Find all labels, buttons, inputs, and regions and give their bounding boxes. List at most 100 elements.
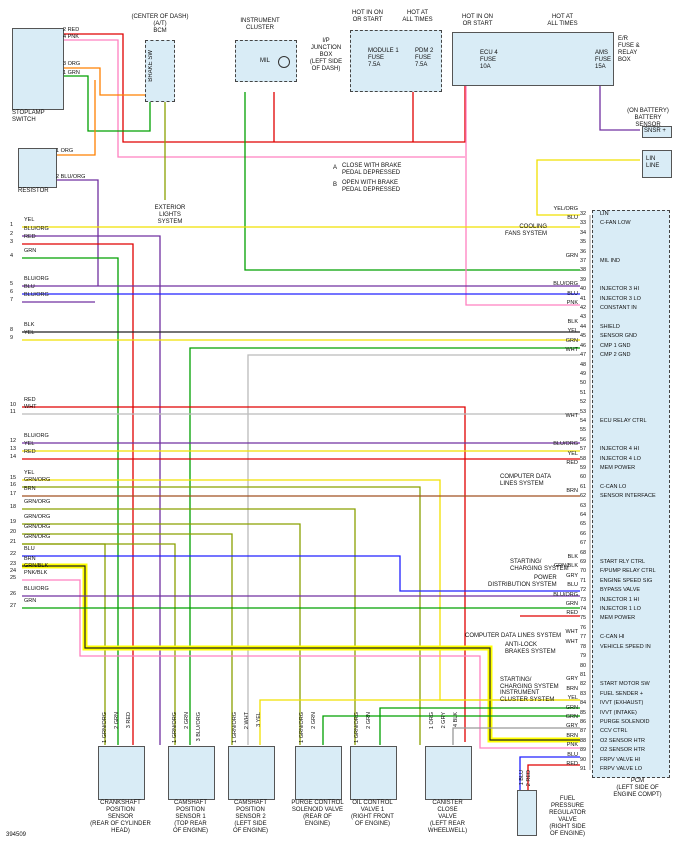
pcm-pin-number: 76 [580, 624, 587, 631]
bottom-component-pin: 3 YEL [256, 712, 262, 727]
left-wire-color: RED [24, 449, 36, 455]
pcm-pin-number: 79 [580, 653, 587, 660]
left-wire-color: BLU/ORG [24, 292, 49, 298]
left-wire-number: 17 [10, 491, 17, 497]
pcm-pin-number: 35 [580, 239, 587, 246]
pcm-pin-function: C-CAN HI [600, 634, 625, 641]
left-wire-number: 26 [10, 591, 17, 597]
pcm-pin-number: 52 [580, 399, 587, 406]
pcm-pin-number: 49 [580, 370, 587, 377]
pcm-pin-wire-color: YEL [567, 450, 578, 457]
left-wire-color: BLU [24, 546, 35, 552]
pcm-pin-number: 47 [580, 352, 587, 359]
wire-47-wht [247, 354, 580, 745]
left-wire-color: GRN/ORG [24, 524, 51, 530]
left-wire-number: 19 [10, 519, 17, 525]
pcm-pin-number: 51 [580, 389, 587, 396]
antilock-brakes-system: ANTI-LOCK BRAKES SYSTEM [505, 642, 556, 655]
pcm-pin-number: 56 [580, 436, 587, 443]
bottom-component-pin: 2 GRY [441, 712, 447, 729]
pcm-box [592, 210, 670, 778]
bottom-component-box [425, 746, 472, 800]
pcm-pin-number: 75 [580, 615, 587, 622]
legend-a-text: CLOSE WITH BRAKE PEDAL DEPRESSED [342, 163, 402, 176]
starting-charging-system-2: STARTING/ CHARGING SYSTEM [500, 677, 559, 690]
pcm-pin-number: 89 [580, 747, 587, 754]
pcm-pin-number: 64 [580, 512, 587, 519]
left-wire-number: 1 [10, 222, 14, 228]
pcm-pin-number: 40 [580, 286, 587, 293]
bottom-component-pin: 2 RED [526, 770, 532, 787]
pcm-pin-number: 38 [580, 267, 587, 274]
pcm-pin-function: VEHICLE SPEED IN [600, 643, 651, 650]
wire-46-grn [189, 347, 580, 745]
pcm-pin-number: 72 [580, 587, 587, 594]
left-wire-number: 11 [10, 409, 16, 415]
pcm-pin-function: INJECTOR 3 LO [600, 295, 641, 302]
wire-84-yel [259, 699, 580, 745]
left-wire-number: 18 [10, 504, 17, 510]
pcm-pin-wire-color: YEL [567, 328, 578, 335]
pcm-pin-wire-color: BLU [567, 290, 578, 297]
pcm-pin-wire-color: WHT [565, 629, 578, 636]
pcm-pin-number: 87 [580, 728, 587, 735]
bottom-component-label: CAMSHAFT POSITION SENSOR 1 (TOP REAR OF … [172, 800, 208, 834]
lin-line-label: LIN LINE [646, 156, 660, 169]
pcm-pin-wire-color: RED [566, 459, 578, 466]
bottom-component-label: PURGE CONTROL SOLENOID VALVE (REAR OF EN… [291, 800, 344, 827]
exterior-lights-label: EXTERIOR LIGHTS SYSTEM [154, 205, 186, 225]
pcm-pin-number: 77 [580, 634, 587, 641]
pcm-pin-number: 81 [580, 671, 587, 678]
pcm-pin-wire-color: WHT [565, 412, 578, 419]
pcm-pin-wire-color: GRY [566, 723, 578, 730]
bottom-component-pin: 1 GRN/ORG [299, 712, 305, 743]
left-wire-number: 16 [10, 482, 17, 488]
pcm-pin-number: 63 [580, 502, 587, 509]
pcm-pin-number: 46 [580, 342, 587, 349]
bottom-component-label: FUEL PRESSURE REGULATOR VALVE (RIGHT SID… [549, 796, 586, 837]
left-wire-color: GRN [24, 248, 37, 254]
bottom-component-label: CRANKSHAFT POSITION SENSOR (REAR OF CYLI… [90, 800, 151, 834]
left-wire-number: 13 [10, 446, 17, 452]
stoplamp-switch-label: STOPLAMP SWITCH [12, 110, 45, 123]
pcm-pin-wire-color: WHT [565, 638, 578, 645]
mil-label: MIL [260, 58, 271, 64]
brake-sw-label: BRAKE SW [148, 50, 154, 82]
pcm-pin-wire-color: YEL [567, 695, 578, 702]
lin-line-box [642, 150, 672, 178]
pcm-pin-function: INJECTOR 1 LO [600, 606, 641, 613]
pcm-pin-number: 65 [580, 521, 587, 528]
left-wire-color: PNK/BLK [24, 570, 48, 576]
pcm-pin-number: 68 [580, 549, 587, 556]
legend-a-symbol: A [333, 165, 338, 171]
pcm-pin-wire-color: RED [566, 761, 578, 767]
pcm-caption: PCM (LEFT SIDE OF ENGINE COMPT) [613, 778, 662, 798]
pcm-pin-function: SENSOR GND [600, 333, 637, 340]
wire-bluorg-ams [599, 80, 640, 131]
pcm-pin-number: 57 [580, 446, 587, 453]
pcm-pin-wire-color: GRN [565, 713, 578, 720]
wire-bluorg-resistor [55, 179, 99, 286]
pcm-pin-wire-color: BLK [567, 318, 578, 325]
computer-data-lines-1: COMPUTER DATA LINES SYSTEM [500, 474, 552, 487]
bcm-title: (CENTER OF DASH) (A/T) BCM [131, 14, 189, 34]
left-wire-number: 3 [10, 239, 14, 245]
pcm-pin-wire-color: BRN [566, 685, 578, 692]
pcm-pin-number: 33 [580, 220, 587, 227]
left-wire-color: GRN/ORG [24, 534, 51, 540]
pcm-pin-number: 43 [580, 314, 587, 321]
pcm-pin-number: 62 [580, 493, 587, 500]
left-wire-number: 2 [10, 231, 14, 237]
module1-fuse: MODULE 1 FUSE 7.5A [368, 48, 399, 68]
pcm-pin-number: 82 [580, 681, 587, 688]
left-wire-number: 20 [10, 529, 17, 535]
left-wire-number: 10 [10, 402, 17, 408]
pcm-pin-number: 59 [580, 464, 587, 471]
pcm-pin-number: 37 [580, 258, 587, 265]
pin-stoplamp-2-red: 2 RED [63, 27, 80, 33]
pcm-pin-wire-color: BLU/ORG [553, 591, 578, 598]
diagram-id: 394509 [6, 832, 27, 838]
pcm-pin-number: 32 [580, 211, 587, 217]
bottom-component-box [168, 746, 215, 800]
wire-3-red [22, 243, 134, 745]
